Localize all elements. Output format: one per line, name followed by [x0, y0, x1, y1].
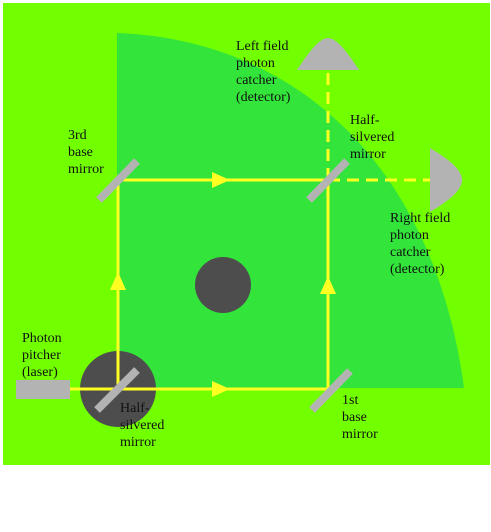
left-detector-label-line: photon	[236, 56, 275, 71]
top-half-mirror	[306, 158, 350, 203]
third-base-mirror-label: 3rd base mirror	[68, 128, 104, 177]
first-base-mirror-label-line: 1st	[342, 393, 358, 408]
first-base-mirror-label-line: mirror	[342, 427, 378, 442]
first-base-mirror-label: 1st base mirror	[342, 393, 378, 442]
right-detector-label: Right field photon catcher (detector)	[390, 211, 454, 277]
beam-paths-dashed	[326, 70, 432, 182]
top-half-mirror-label-line: mirror	[350, 147, 386, 162]
right-detector-label-line: Right field	[390, 211, 450, 226]
arrow-left	[110, 272, 126, 290]
bottom-half-mirror-label-line: mirror	[120, 435, 156, 450]
first-base-mirror-label-line: base	[342, 410, 367, 425]
top-half-mirror-label-line: silvered	[350, 130, 394, 145]
third-base-mirror-label-line: mirror	[68, 162, 104, 177]
laser-label-line: (laser)	[22, 365, 58, 380]
left-detector-label-line: (detector)	[236, 90, 291, 105]
left-detector	[297, 38, 359, 70]
bottom-half-mirror-label-line: Half-	[120, 401, 150, 416]
right-detector	[430, 148, 462, 212]
third-base-mirror-label-line: 3rd	[68, 128, 87, 143]
first-base-mirror	[309, 368, 353, 413]
mirrors	[94, 158, 353, 413]
left-detector-label-line: Left field	[236, 39, 288, 54]
right-detector-label-line: (detector)	[390, 262, 445, 277]
laser-label: Photon pitcher (laser)	[22, 331, 65, 380]
bottom-half-mirror-label: Half- silvered mirror	[120, 401, 168, 450]
bottom-half-mirror-label-line: silvered	[120, 418, 164, 433]
top-half-mirror-label-line: Half-	[350, 113, 380, 128]
laser-label-line: pitcher	[22, 348, 61, 363]
laser-label-line: Photon	[22, 331, 62, 346]
right-detector-label-line: catcher	[390, 245, 431, 260]
left-detector-label-line: catcher	[236, 73, 277, 88]
right-detector-label-line: photon	[390, 228, 429, 243]
third-base-mirror	[96, 158, 140, 203]
arrow-bottom	[212, 381, 230, 397]
beam-arrowheads	[110, 172, 336, 397]
central-obstacle	[195, 257, 251, 313]
bottom-half-mirror	[94, 367, 140, 413]
top-half-mirror-label: Half- silvered mirror	[350, 113, 398, 162]
arrow-top	[212, 172, 230, 188]
laser-source	[16, 380, 70, 399]
third-base-mirror-label-line: base	[68, 145, 93, 160]
arrow-right	[320, 276, 336, 294]
left-detector-label: Left field photon catcher (detector)	[236, 39, 292, 105]
